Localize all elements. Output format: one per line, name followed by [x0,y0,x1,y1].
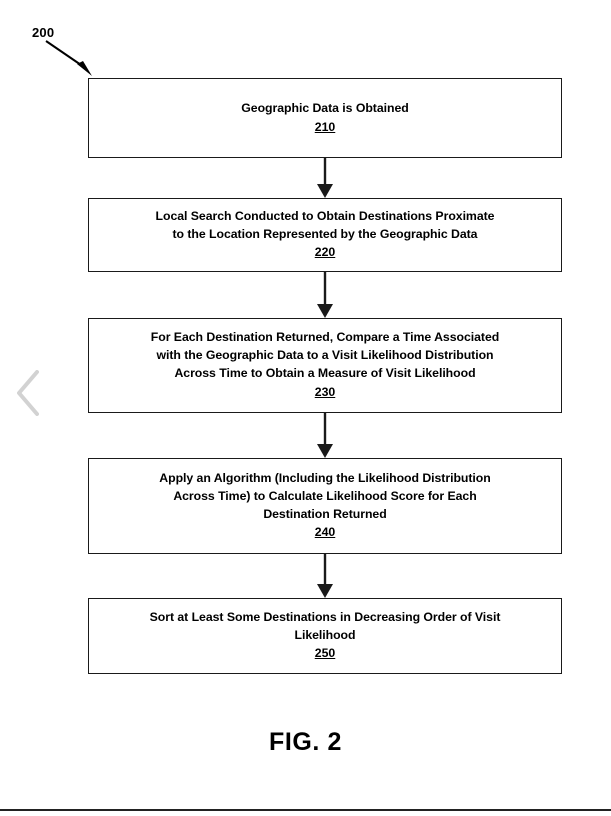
figure-reference-numeral: 200 [32,25,55,40]
flow-step-reference: 240 [314,525,336,540]
flow-step-box-210: Geographic Data is Obtained 210 [88,78,562,158]
connector-arrow-230-to-240 [317,413,333,458]
page-bottom-rule [0,809,611,811]
flow-step-reference: 230 [314,384,336,399]
chevron-left-icon[interactable] [8,362,52,424]
figure-reference-leader-arrow [45,40,92,76]
flow-step-box-220: Local Search Conducted to Obtain Destina… [88,198,562,272]
flow-step-text: Geographic Data is Obtained [241,100,409,115]
flow-step-box-230: For Each Destination Returned, Compare a… [88,318,562,413]
flow-step-reference: 210 [314,119,336,134]
connector-arrow-220-to-230 [317,272,333,318]
connector-arrow-240-to-250 [317,554,333,598]
flow-step-text: Local Search Conducted to Obtain Destina… [155,208,495,241]
flow-step-box-240: Apply an Algorithm (Including the Likeli… [88,458,562,554]
flow-step-text: Apply an Algorithm (Including the Likeli… [159,470,491,521]
flow-step-box-250: Sort at Least Some Destinations in Decre… [88,598,562,674]
figure-caption: FIG. 2 [268,728,343,756]
flow-step-reference: 250 [314,646,336,661]
flow-step-text: Sort at Least Some Destinations in Decre… [149,609,501,642]
flow-step-text: For Each Destination Returned, Compare a… [150,330,500,380]
connector-arrow-210-to-220 [317,158,333,198]
flow-step-reference: 220 [314,245,336,260]
